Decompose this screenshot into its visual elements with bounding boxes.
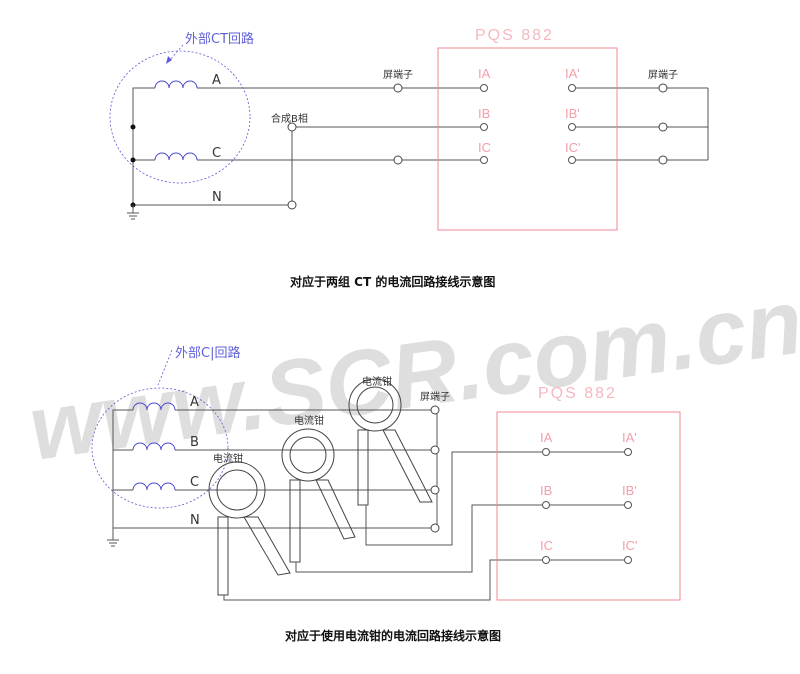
device-box (437, 47, 618, 231)
terminal-screw-icon (430, 405, 440, 533)
coil-c-icon (132, 482, 176, 491)
port-label-ic: IC (540, 538, 553, 553)
phase-label-n: N (190, 513, 200, 528)
phase-label-n: N (212, 190, 222, 205)
port-label-ia: IA (478, 66, 491, 81)
device-box (496, 411, 681, 601)
phase-label-a: A (190, 395, 199, 410)
port-label-ia: IA (540, 430, 553, 445)
coil-a-icon (154, 80, 198, 89)
current-clamp-b-icon (281, 428, 356, 563)
port-label-ic: IC (478, 140, 491, 155)
synth-b-label: 合成B相 (271, 112, 308, 125)
ct-label: 外部C|回路 (175, 345, 240, 361)
terminal-screw-icon (287, 83, 668, 210)
ct-circle (109, 50, 251, 184)
caption-bottom: 对应于使用电流钳的电流回路接线示意图 (285, 628, 501, 643)
clamp-label-c: 电流钳 (213, 452, 243, 465)
device-title: PQS 882 (475, 27, 554, 44)
port-label-ib-out: IB' (622, 483, 637, 498)
port-label-ib: IB (478, 106, 490, 121)
clamp-label-b: 电流钳 (294, 414, 324, 427)
ground-icon (107, 528, 119, 547)
clamp-label-a: 电流钳 (362, 375, 392, 388)
watermark: www.SCR.com.cn (23, 271, 800, 480)
current-clamp-a-icon (348, 378, 433, 506)
ct-circle (91, 387, 229, 509)
top-diagram: 外部CT回路 A C N 合成B相 屏端子 屏端子 PQS 882 IA (109, 27, 709, 289)
ground-icon (127, 205, 139, 220)
coil-b-icon (132, 442, 176, 451)
caption-top: 对应于两组 CT 的电流回路接线示意图 (290, 274, 495, 289)
phase-label-b: B (190, 435, 199, 450)
port-label-ib-out: IB' (565, 106, 580, 121)
phase-label-a: A (212, 73, 221, 88)
phase-label-c: C (190, 475, 199, 490)
port-icon (542, 448, 632, 564)
coil-a-icon (132, 402, 176, 411)
terminal-label: 屏端子 (420, 390, 450, 403)
coil-c-icon (154, 152, 198, 161)
port-icon (480, 84, 576, 164)
port-label-ic-out: IC' (565, 140, 580, 155)
port-label-ia-out: IA' (622, 430, 637, 445)
terminal-label-right: 屏端子 (648, 68, 678, 81)
phase-label-c: C (212, 146, 221, 161)
terminal-label-left: 屏端子 (383, 68, 413, 81)
arrow-head-icon (166, 56, 172, 64)
device-title: PQS 882 (538, 385, 617, 402)
bottom-diagram: 外部C|回路 A B C N 屏端子 (91, 345, 681, 643)
current-clamp-c-icon (208, 461, 291, 596)
port-label-ic-out: IC' (622, 538, 637, 553)
ct-label: 外部CT回路 (185, 31, 254, 47)
port-label-ia-out: IA' (565, 66, 580, 81)
port-label-ib: IB (540, 483, 552, 498)
